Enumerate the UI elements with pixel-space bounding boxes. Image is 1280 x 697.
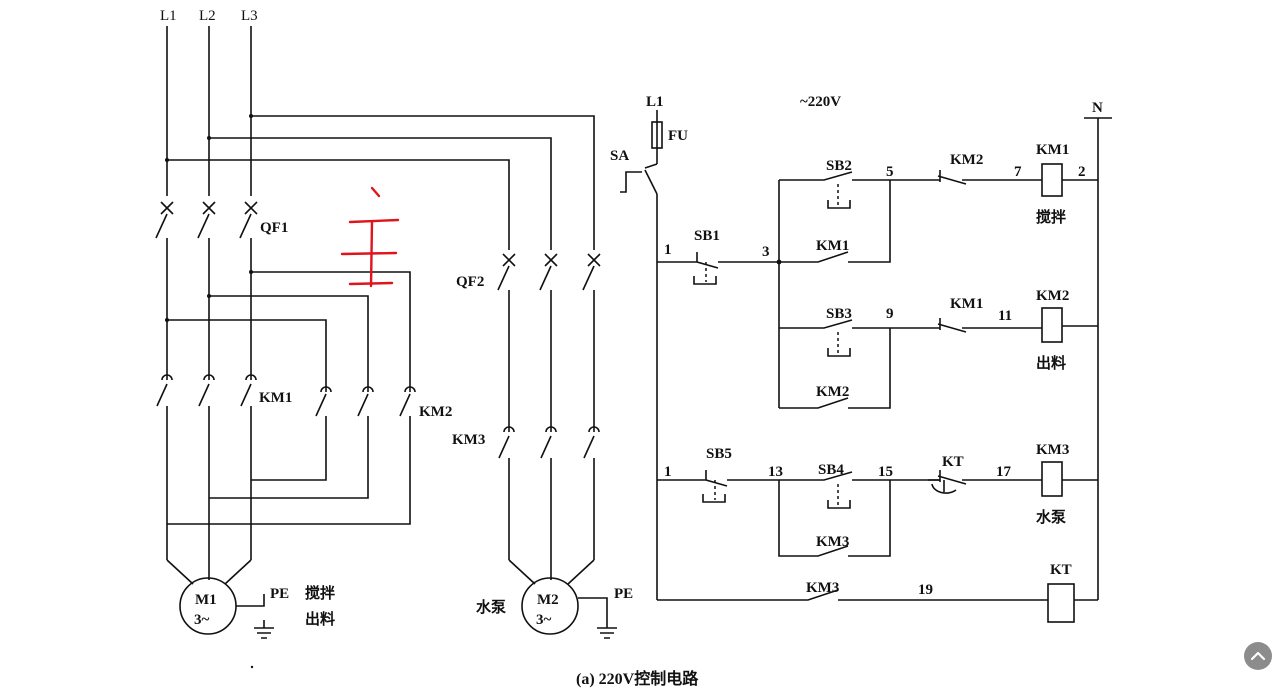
node-11: 11 [998,308,1012,324]
node-17: 17 [996,464,1012,480]
node-19: 19 [918,582,933,598]
figure-caption: (a) 220V控制电路 [576,669,699,688]
start-button-sb3 [779,319,890,357]
supply-label: ~220V [800,94,841,110]
km2-hold-label: KM2 [816,384,849,400]
start-button-sb4 [779,471,940,509]
coil-km3 [1041,461,1098,497]
coil-km2-function: 出料 [1036,354,1066,372]
motor-m2-function: 水泵 [476,598,506,616]
kt-timed-contact [928,470,1042,494]
km3-kt-contact [657,589,1048,601]
coil-km2 [1041,307,1098,343]
phase-label-l2: L2 [199,8,216,24]
km3-hold-label: KM3 [816,534,849,550]
km1-interlock-contact [890,318,1042,333]
node-15: 15 [878,464,893,480]
sb1-label: SB1 [694,228,720,244]
stop-button-sb5 [657,470,779,503]
sa-label: SA [610,148,629,164]
motor-m2-name: M2 [537,592,559,608]
km1-main-label: KM1 [259,390,292,406]
node-9: 9 [886,306,894,322]
coil-kt-label: KT [1050,562,1072,578]
control-circuit: ~220V L1 N FU SA 1 SB1 3 [610,94,1112,623]
neutral-label: N [1092,100,1103,116]
fuse-fu [651,110,663,164]
phase-label-l3: L3 [241,8,258,24]
km2-interlock-contact [890,170,1042,185]
km2-main-contacts [167,386,416,525]
coil-km2-label: KM2 [1036,288,1069,304]
coil-km1-function: 搅拌 [1036,208,1066,226]
coil-km3-function: 水泵 [1036,508,1066,526]
main-circuit: L1 L2 L3 QF1 [155,8,633,669]
start-button-sb2 [779,171,890,209]
l1-label: L1 [646,94,664,110]
node-5: 5 [886,164,894,180]
sb2-label: SB2 [826,158,852,174]
km1-hold-contact [779,180,891,263]
qf1-label: QF1 [260,220,288,236]
motor-m2 [508,559,617,639]
node-3: 3 [762,244,770,260]
node-2: 2 [1078,164,1086,180]
node-1a: 1 [664,242,672,258]
phase-label-l1: L1 [160,8,177,24]
sb3-label: SB3 [826,306,852,322]
stop-button-sb1 [657,252,779,285]
coil-kt [1047,583,1098,623]
km1-nc-label: KM1 [950,296,983,312]
km2-hold-contact [779,328,891,409]
km3-main-contacts [498,426,600,560]
qf2-breaker [497,253,601,432]
handwritten-annotation [340,186,400,288]
motor-m1-phase: 3~ [194,612,210,628]
kt-contact-label: KT [942,454,964,470]
km2-nc-label: KM2 [950,152,983,168]
coil-km1-label: KM1 [1036,142,1069,158]
scroll-to-top-button[interactable] [1244,642,1272,670]
km1-main-contacts [156,374,257,560]
motor-m1 [166,559,274,639]
motor-m1-function-2: 出料 [305,610,335,628]
km3-main-label: KM3 [452,432,485,448]
km1-hold-label: KM1 [816,238,849,254]
node-1b: 1 [664,464,672,480]
motor-m1-pe: PE [270,586,289,602]
sb4-label: SB4 [818,462,844,478]
motor-m1-function-1: 搅拌 [305,584,335,602]
qf2-label: QF2 [456,274,484,290]
km3-kt-label: KM3 [806,580,839,596]
chevron-up-icon [1250,651,1266,661]
sb5-label: SB5 [706,446,732,462]
motor-m1-name: M1 [195,592,217,608]
switch-sa [620,163,658,600]
qf1-breaker [155,201,258,380]
motor-m2-phase: 3~ [536,612,552,628]
motor-m2-pe: PE [614,586,633,602]
coil-km1 [1041,163,1098,197]
km2-main-label: KM2 [419,404,452,420]
coil-km3-label: KM3 [1036,442,1069,458]
node-13: 13 [768,464,783,480]
node-7: 7 [1014,164,1022,180]
fu-label: FU [668,128,688,144]
